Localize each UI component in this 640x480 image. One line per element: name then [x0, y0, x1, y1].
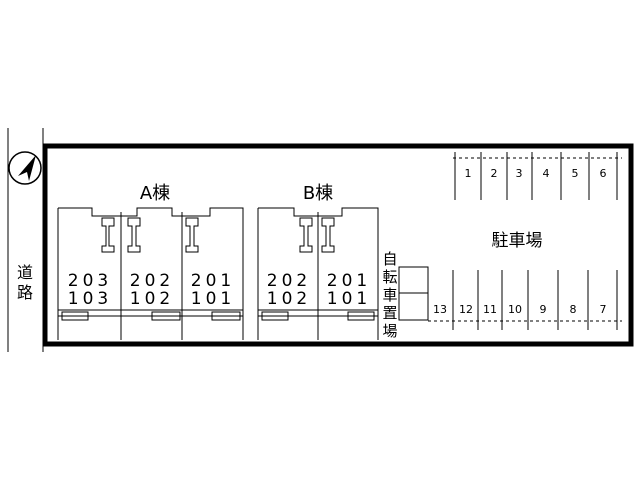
- parking-space-13: 13: [433, 303, 447, 316]
- road-label-2: 路: [17, 283, 33, 302]
- parking-space-2: 2: [491, 167, 498, 180]
- bicycle-parking-label-1: 自: [382, 250, 397, 268]
- unit-a3-lower: 101: [191, 289, 235, 309]
- bicycle-parking-label-2: 転: [382, 268, 397, 286]
- road-label-1: 道: [17, 263, 33, 282]
- north-arrow-icon: [8, 151, 42, 185]
- unit-a2-lower: 102: [130, 289, 174, 309]
- parking-space-10: 10: [508, 303, 522, 316]
- parking-top-row: [453, 152, 622, 200]
- unit-b2-upper: 201: [327, 271, 371, 291]
- building-a-label: A棟: [140, 183, 170, 204]
- site-boundary: [42, 143, 634, 347]
- bicycle-parking-label-3: 車: [382, 286, 397, 304]
- parking-label: 駐車場: [492, 231, 543, 251]
- parking-space-7: 7: [600, 303, 607, 316]
- unit-a3-upper: 201: [191, 271, 235, 291]
- building-a: [57, 207, 244, 340]
- unit-a1-lower: 103: [68, 289, 112, 309]
- unit-a1-upper: 203: [68, 271, 112, 291]
- parking-space-4: 4: [543, 167, 550, 180]
- parking-space-5: 5: [572, 167, 579, 180]
- parking-space-1: 1: [465, 167, 472, 180]
- parking-space-6: 6: [600, 167, 607, 180]
- parking-space-8: 8: [570, 303, 577, 316]
- unit-a2-upper: 202: [130, 271, 174, 291]
- parking-space-11: 11: [483, 303, 497, 316]
- bicycle-parking-label-4: 置: [382, 304, 397, 322]
- bicycle-parking-area: [398, 266, 429, 321]
- unit-b1-upper: 202: [267, 271, 311, 291]
- building-b: [257, 207, 379, 340]
- parking-space-3: 3: [516, 167, 523, 180]
- parking-space-9: 9: [540, 303, 547, 316]
- parking-space-12: 12: [459, 303, 473, 316]
- parking-bottom-row: [428, 270, 622, 330]
- building-b-label: B棟: [303, 183, 333, 204]
- unit-b2-lower: 101: [327, 289, 371, 309]
- bicycle-parking-label-5: 場: [382, 322, 397, 340]
- unit-b1-lower: 102: [267, 289, 311, 309]
